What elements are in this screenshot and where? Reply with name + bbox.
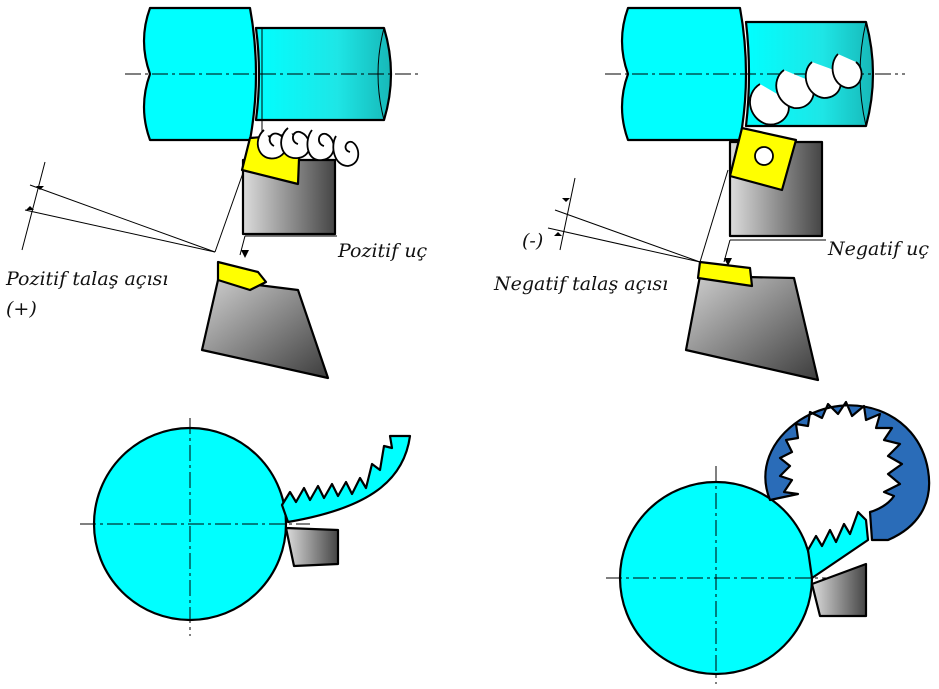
tool-body-side (684, 274, 820, 382)
positive-turning-view: Pozitif uç Pozitif talaş açısı (+) (5, 6, 428, 380)
positive-rake-angle-label: Pozitif talaş açısı (5, 268, 168, 290)
insert-hole (754, 146, 774, 166)
tool-body-side (200, 278, 330, 380)
positive-insert-side (216, 260, 268, 292)
chip-spiral (256, 127, 360, 167)
tool-insert (284, 526, 340, 568)
negative-rake-angle-sign: (-) (522, 230, 543, 252)
chip (280, 434, 412, 524)
negative-chip-formation (606, 400, 931, 684)
workpiece-large-section (620, 6, 748, 142)
rake-angle-dimension (547, 169, 826, 266)
tool-insert (810, 562, 868, 618)
chip-spiral (749, 53, 863, 126)
positive-insert-label: Pozitif uç (337, 240, 428, 262)
negative-rake-angle-label: Negatif talaş açısı (493, 273, 668, 295)
curled-chip (764, 400, 931, 542)
positive-rake-angle-sign: (+) (6, 298, 37, 320)
negative-insert-side (696, 260, 754, 288)
negative-insert-label: Negatif uç (827, 238, 929, 260)
rake-angle-dimension (21, 161, 337, 258)
chip (806, 510, 870, 580)
positive-chip-formation (80, 418, 412, 636)
negative-turning-view: Negatif uç (-) Negatif talaş açısı (493, 6, 929, 382)
